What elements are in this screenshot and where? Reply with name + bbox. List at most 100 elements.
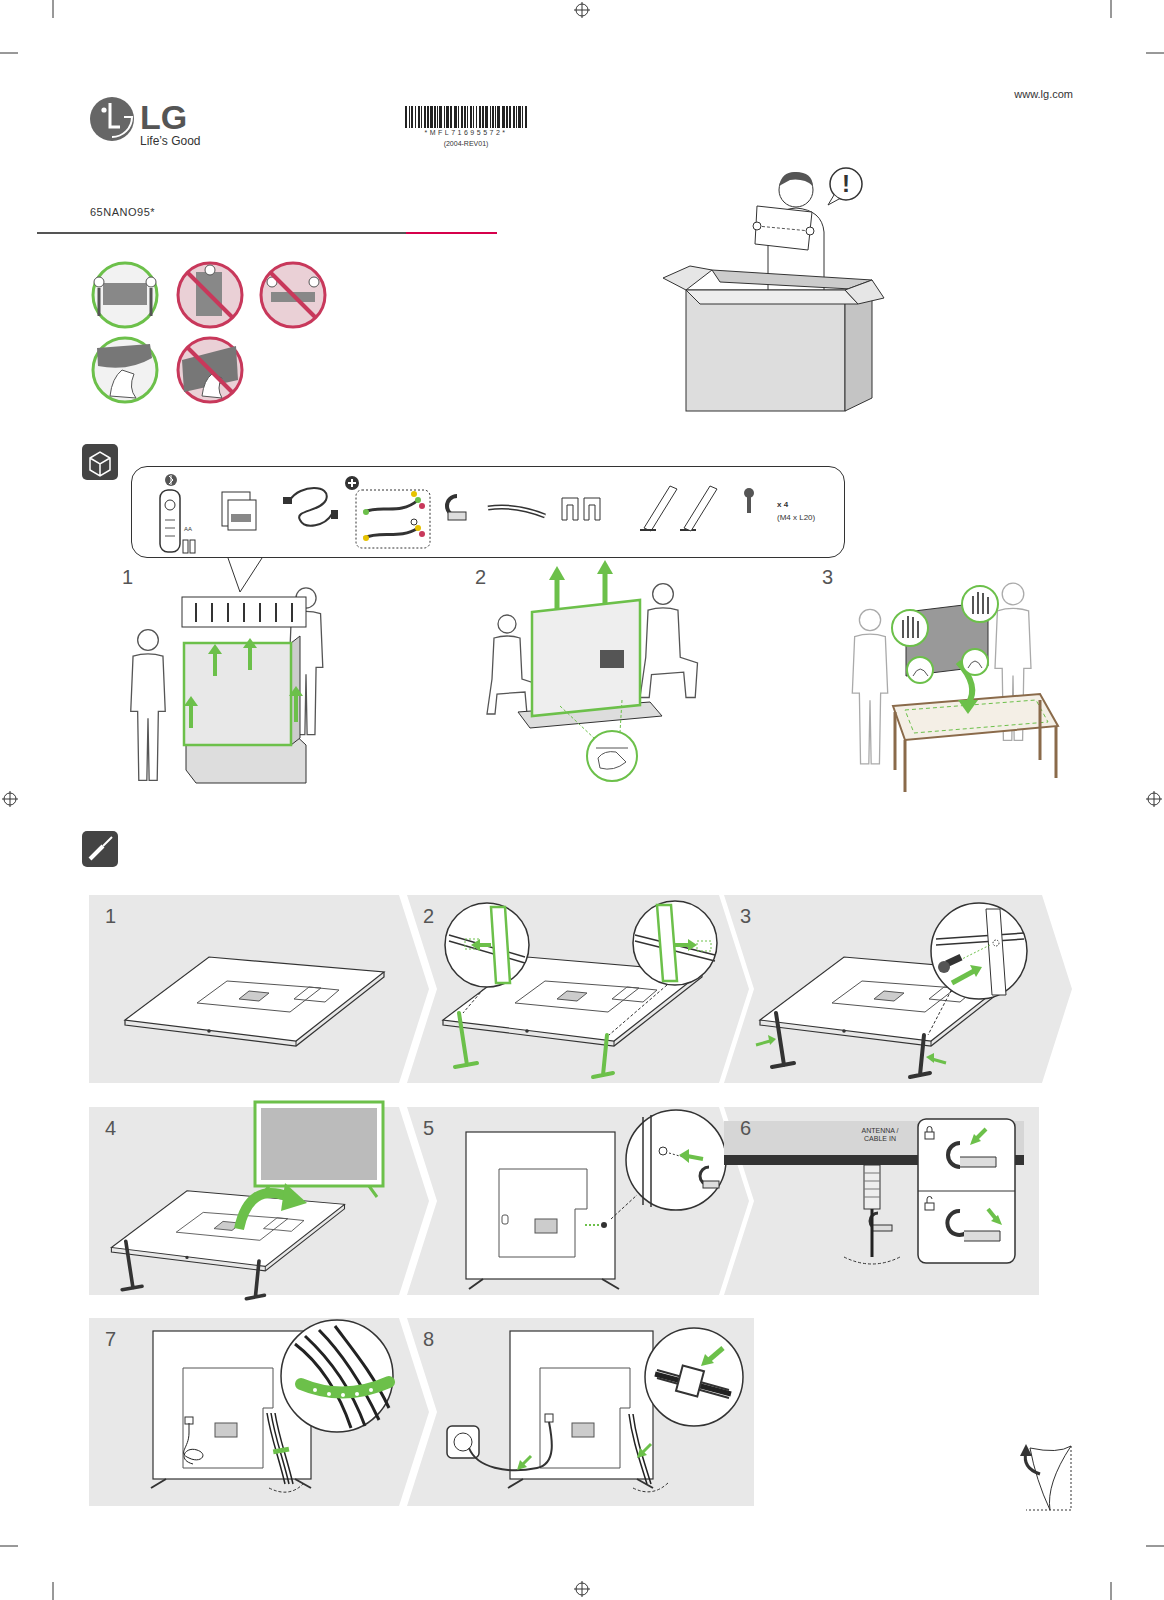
art-path <box>596 748 628 769</box>
art-line <box>37 232 406 234</box>
text-slot: 5 <box>423 1117 434 1140</box>
art-rect <box>506 106 508 128</box>
art-circle <box>93 263 157 327</box>
accessories <box>160 474 754 553</box>
art-polygon <box>532 600 640 716</box>
art-circle <box>415 497 421 503</box>
art-path <box>301 1382 389 1393</box>
art-rect <box>502 106 505 128</box>
art-path <box>364 528 418 538</box>
art-polygon <box>540 1368 630 1468</box>
art-circle <box>138 630 159 651</box>
art-polyline <box>111 1204 344 1271</box>
art-circle <box>101 107 106 112</box>
title-slot: 65NANO95* <box>90 206 155 219</box>
art-circle <box>90 97 134 141</box>
art-line <box>958 945 990 961</box>
panel-illustration <box>407 1107 749 1295</box>
art-rect <box>184 643 291 745</box>
art-path <box>593 1035 613 1077</box>
step-number: 1 <box>105 905 116 928</box>
art-rect <box>160 490 180 552</box>
art-polygon <box>281 1183 307 1211</box>
art-rect <box>418 106 420 128</box>
art-polygon <box>893 694 1058 740</box>
handling-icons <box>93 263 325 402</box>
art-rect <box>509 106 511 128</box>
art-rect <box>356 490 430 548</box>
art-path <box>184 1423 203 1464</box>
art-path <box>191 646 296 728</box>
art-circle <box>907 657 933 683</box>
art-polygon <box>926 1053 934 1063</box>
art-path <box>844 1257 900 1264</box>
art-polygon <box>208 644 222 654</box>
art-g <box>640 584 698 698</box>
art-line <box>463 985 487 1013</box>
panel-illustration <box>89 1318 429 1506</box>
text-slot: x 4 <box>777 500 788 509</box>
art-polygon <box>517 1460 527 1470</box>
art-rect <box>470 106 472 128</box>
art-circle <box>363 535 369 541</box>
panel-illustration <box>89 895 429 1083</box>
art-path <box>131 654 166 781</box>
art-path <box>110 103 120 127</box>
art-circle <box>309 277 319 287</box>
art-path <box>110 370 136 398</box>
art-circle <box>938 961 950 973</box>
art-circle <box>419 531 425 537</box>
art-path <box>246 1261 264 1299</box>
barcode <box>405 106 527 128</box>
art-polygon <box>970 965 982 977</box>
art-circle <box>653 584 674 605</box>
art-path <box>864 1173 880 1197</box>
art-rect <box>466 1132 615 1279</box>
art-rect <box>518 106 521 128</box>
screw-size: (M4 x L20) <box>777 513 815 522</box>
art-circle <box>165 474 177 486</box>
art-path <box>239 1193 289 1229</box>
art-rect <box>215 1423 237 1437</box>
art-path <box>348 479 356 487</box>
art-rect <box>697 941 711 951</box>
art-polygon <box>712 270 872 290</box>
art-circle <box>355 1392 359 1396</box>
art-circle <box>369 1388 373 1392</box>
art-path <box>629 1414 651 1484</box>
label-slot: 2 <box>475 566 486 589</box>
art-polygon <box>407 895 749 1083</box>
barcode-number: *MFL71695572* <box>424 129 507 137</box>
art-path <box>779 172 813 186</box>
art-path <box>960 1157 996 1167</box>
art-circle <box>415 525 421 531</box>
art-path <box>479 943 491 947</box>
step-panel: 5 <box>407 1107 749 1295</box>
art-rect <box>461 106 463 128</box>
art-circle <box>633 901 717 985</box>
bubble-tail <box>228 558 262 592</box>
art-polygon <box>184 696 198 706</box>
art-path <box>633 1482 669 1492</box>
art-polygon <box>499 1169 587 1257</box>
art-path <box>90 846 103 859</box>
art-rect <box>492 106 494 128</box>
art-path <box>687 1156 703 1159</box>
art-path <box>643 1115 651 1207</box>
art-polygon <box>176 1212 288 1240</box>
step-panel: 2 <box>407 895 749 1083</box>
art-rect <box>430 106 433 128</box>
art-rect <box>522 106 523 128</box>
art-polygon <box>183 1368 273 1468</box>
art-path <box>932 1059 946 1063</box>
art-rect <box>446 106 449 128</box>
art-line <box>609 985 667 1035</box>
art-rect <box>516 106 517 128</box>
art-rect <box>261 1108 377 1180</box>
art-path <box>269 1484 303 1492</box>
art-path <box>988 1209 996 1219</box>
art-g <box>852 609 887 764</box>
art-circle <box>93 338 157 402</box>
panel-illustration <box>89 1107 429 1295</box>
art-circle <box>601 1222 607 1228</box>
